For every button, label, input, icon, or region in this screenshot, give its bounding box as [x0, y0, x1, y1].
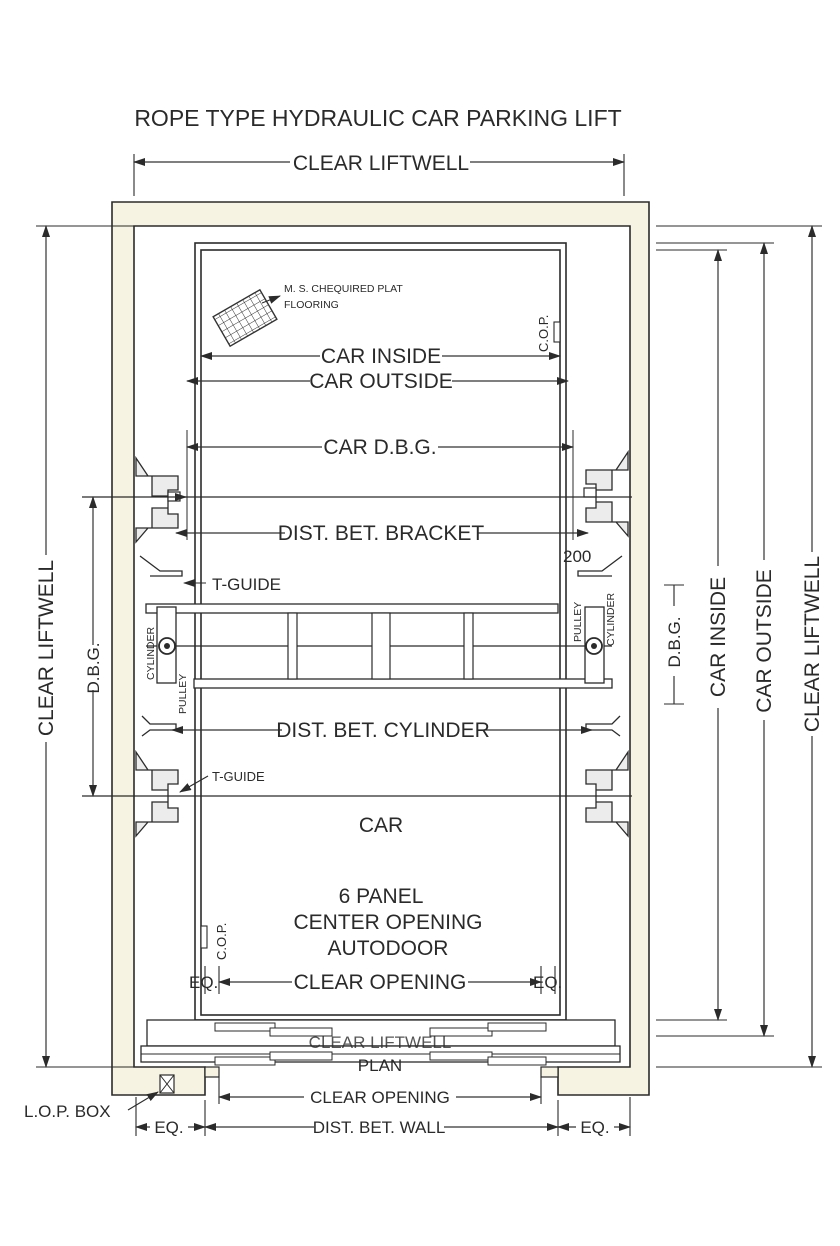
clear-liftwell-top-label: CLEAR LIFTWELL [293, 152, 469, 175]
flooring-label-line1: M. S. CHEQUIRED PLAT [284, 283, 403, 295]
flooring-label-line2: FLOORING [284, 299, 339, 311]
pulley-right-label: PULLEY [572, 602, 584, 642]
door-type-line1: 6 PANEL [339, 885, 424, 908]
eq-inner-left-label: EQ. [189, 973, 218, 992]
cylinder-bracket-right [585, 715, 621, 737]
cop-top-label: C.O.P. [536, 315, 551, 352]
t-guide-upper-right [577, 555, 623, 577]
t-guide-upper-label: T-GUIDE [212, 575, 281, 594]
clear-opening-bottom-label: CLEAR OPENING [310, 1088, 450, 1107]
eq-inner-right-label: EQ. [533, 973, 562, 992]
cylinder-left-label: CYLINDER [145, 626, 157, 680]
dbg-right-label: D.B.G. [665, 616, 684, 667]
car-inside-right-label: CAR INSIDE [707, 577, 730, 697]
car-inside-label: CAR INSIDE [321, 345, 441, 368]
door-sill-assembly [140, 1019, 621, 1066]
drawing-title: ROPE TYPE HYDRAULIC CAR PARKING LIFT [134, 105, 621, 131]
clear-opening-inner-label: CLEAR OPENING [294, 971, 467, 994]
plan-label: PLAN [358, 1056, 402, 1075]
cop-panel-bottom [200, 925, 208, 949]
wall-jamb-right [540, 1066, 559, 1078]
door-type-line2: CENTER OPENING [293, 911, 482, 934]
car-label: CAR [359, 814, 403, 837]
car-outside-label: CAR OUTSIDE [309, 370, 453, 393]
lop-box-label: L.O.P. BOX [24, 1102, 111, 1121]
t-guide-lower-label: T-GUIDE [212, 769, 265, 784]
eq-bottom-right-label: EQ. [580, 1118, 609, 1137]
clear-liftwell-plan-label: CLEAR LIFTWELL [309, 1033, 452, 1052]
clear-liftwell-right-label: CLEAR LIFTWELL [801, 556, 824, 732]
cylinder-bracket-left [141, 715, 177, 737]
upper-left-guide-bracket [135, 455, 181, 544]
crosshead-beams [145, 603, 613, 689]
t-guide-upper-left [139, 555, 183, 577]
clear-liftwell-left-label: CLEAR LIFTWELL [35, 560, 58, 736]
pulley-left-label: PULLEY [177, 674, 189, 714]
lop-box-cross [159, 1074, 175, 1094]
dist-bet-wall-label: DIST. BET. WALL [313, 1118, 446, 1137]
door-type-line3: AUTODOOR [328, 937, 449, 960]
cop-bottom-label: C.O.P. [214, 923, 229, 960]
chequered-plate-icon [212, 288, 278, 348]
car-dbg-label: CAR D.B.G. [323, 436, 436, 459]
cop-panel-top [553, 321, 561, 343]
lower-right-guide-bracket [585, 749, 629, 838]
bracket-dimension-value: 200 [563, 547, 591, 566]
eq-bottom-left-label: EQ. [154, 1118, 183, 1137]
wall-jamb-left [204, 1066, 220, 1078]
car-outside-right-label: CAR OUTSIDE [753, 569, 776, 713]
liftwell-wall [111, 201, 650, 1096]
lower-left-guide-bracket [135, 749, 179, 838]
car-inner-wall [200, 249, 561, 1016]
dbg-left-label: D.B.G. [84, 642, 103, 693]
dist-bet-bracket-label: DIST. BET. BRACKET [278, 522, 485, 545]
dist-bet-cylinder-label: DIST. BET. CYLINDER [276, 719, 490, 742]
upper-right-guide-bracket [583, 449, 629, 538]
cylinder-right-label: CYLINDER [605, 592, 617, 646]
